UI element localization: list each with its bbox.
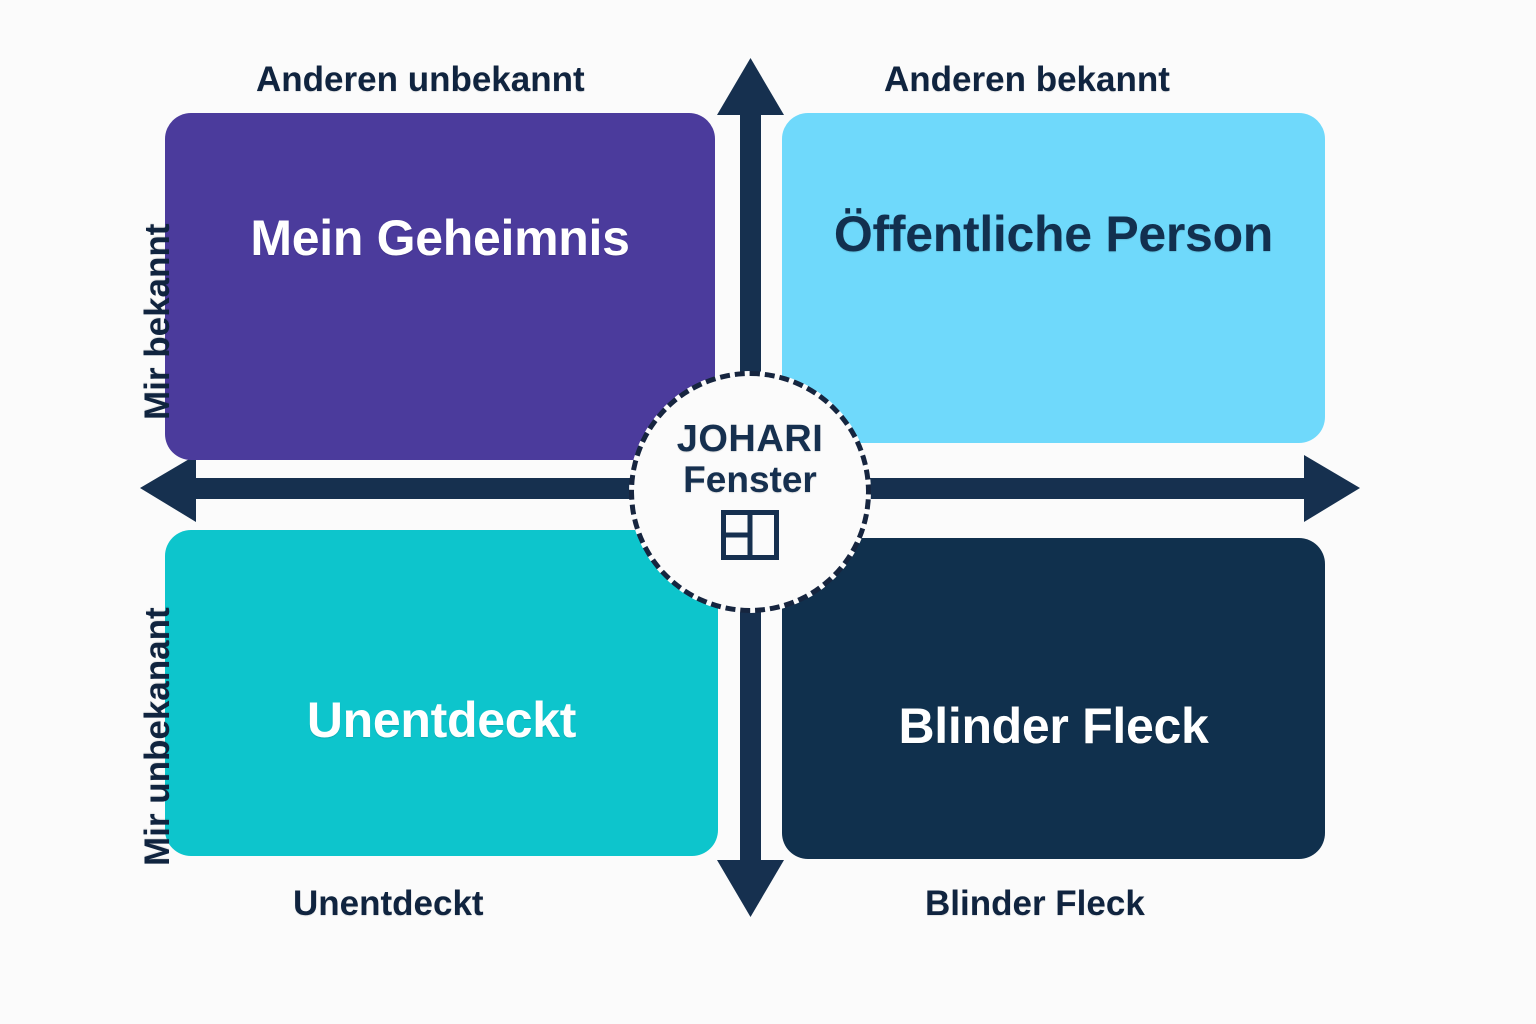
arrowhead-left-icon [140,455,196,522]
quadrant-label-blinder-fleck: Blinder Fleck [898,698,1209,755]
quadrant-mein-geheimnis[interactable]: Mein Geheimnis [165,113,715,460]
axis-caption-anderen-unbekannt: Anderen unbekannt [256,60,585,99]
quadrant-label-mein-geheimnis: Mein Geheimnis [250,210,630,267]
arrowhead-right-icon [1304,455,1360,522]
axis-caption-mir-unbekanant: Mir unbekanant [138,607,177,866]
center-badge[interactable]: JOHARI Fenster [629,371,871,613]
quadrant-label-unentdeckt: Unentdeckt [306,691,577,748]
quadrant-label-oeffentliche-person: Öffentliche Person [833,205,1274,262]
center-title: JOHARI [676,418,824,461]
window-grid-icon [721,509,779,560]
center-subtitle: Fenster [683,459,817,501]
quadrant-unentdeckt[interactable]: Unentdeckt [165,530,718,856]
axis-caption-mir-bekannt: Mir bekannt [138,223,177,420]
axis-caption-anderen-bekannt: Anderen bekannt [884,60,1170,99]
quadrant-oeffentliche-person[interactable]: Öffentliche Person [782,113,1325,443]
quadrant-blinder-fleck[interactable]: Blinder Fleck [782,538,1325,859]
axis-caption-blinder-fleck: Blinder Fleck [925,884,1145,923]
arrowhead-down-icon [717,860,784,917]
arrowhead-up-icon [717,58,784,115]
axis-caption-unentdeckt: Unentdeckt [293,884,484,923]
